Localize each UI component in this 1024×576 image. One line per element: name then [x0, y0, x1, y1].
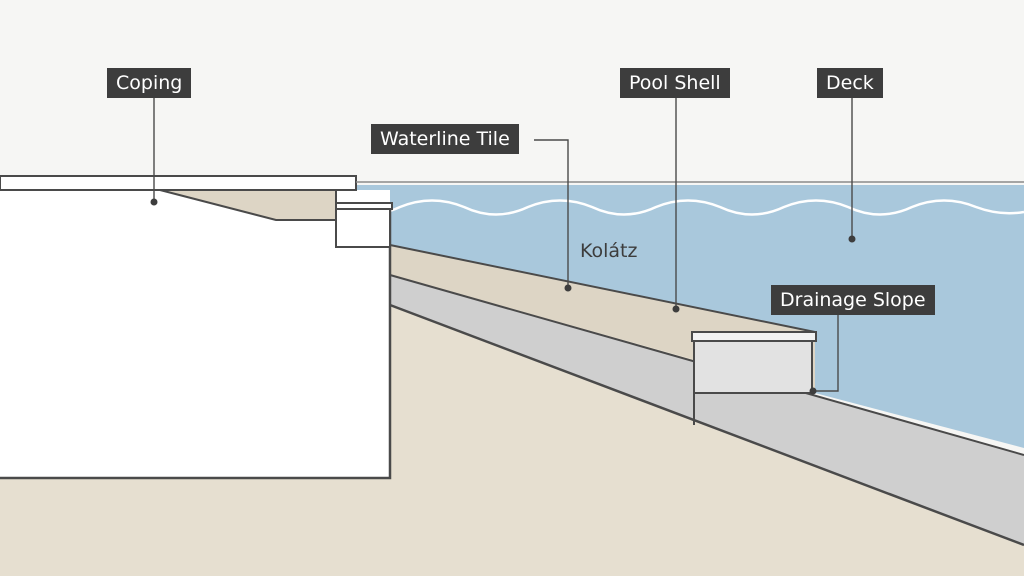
leader-dots — [150, 198, 856, 395]
label-kolatz: Kolátz — [580, 240, 638, 262]
tile-ledge — [335, 206, 391, 248]
coping-slab — [0, 175, 357, 191]
dot-coping — [150, 198, 158, 206]
label-drainage-slope: Drainage Slope — [771, 285, 935, 315]
label-waterline-tile: Waterline Tile — [371, 124, 519, 154]
water-waves — [335, 199, 1024, 216]
label-deck: Deck — [817, 68, 883, 98]
leader-waterline-tile — [534, 139, 569, 287]
dot-pool-shell — [672, 305, 680, 313]
wall-structure — [0, 190, 390, 478]
dot-deck — [848, 235, 856, 243]
tile-ledge-cap — [335, 202, 393, 210]
dot-waterline-tile — [564, 284, 572, 292]
slope-line-top — [389, 244, 816, 333]
wall-outline — [0, 207, 392, 480]
pool-shell-band — [390, 275, 1024, 545]
label-coping: Coping — [107, 68, 192, 98]
drain-block — [693, 340, 813, 394]
leader-drainage-slope — [814, 314, 839, 392]
leader-lines — [153, 96, 853, 392]
soil-ground — [0, 245, 1024, 576]
label-pool-shell: Pool Shell — [620, 68, 730, 98]
dot-drainage-slope — [809, 387, 817, 395]
drain-cap — [691, 331, 817, 342]
shell-line-lower — [389, 303, 1024, 547]
